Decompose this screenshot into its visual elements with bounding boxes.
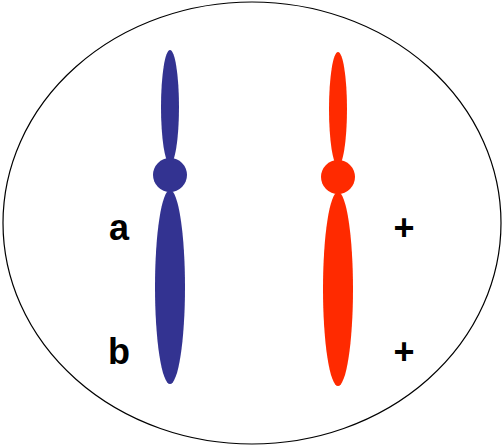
- gene-label: +: [393, 334, 414, 370]
- cell-outline: [3, 2, 501, 444]
- chromosome-short-arm: [161, 50, 179, 164]
- chromosome-long-arm: [155, 190, 185, 384]
- paternal-chromosome: [321, 52, 355, 386]
- chromosome-short-arm: [329, 52, 347, 166]
- gene-label: a: [109, 210, 129, 246]
- gene-label: +: [393, 210, 414, 246]
- centromere: [321, 160, 355, 194]
- maternal-chromosome: [153, 50, 187, 384]
- gene-label: b: [108, 334, 130, 370]
- chromosome-long-arm: [323, 192, 353, 386]
- centromere: [153, 158, 187, 192]
